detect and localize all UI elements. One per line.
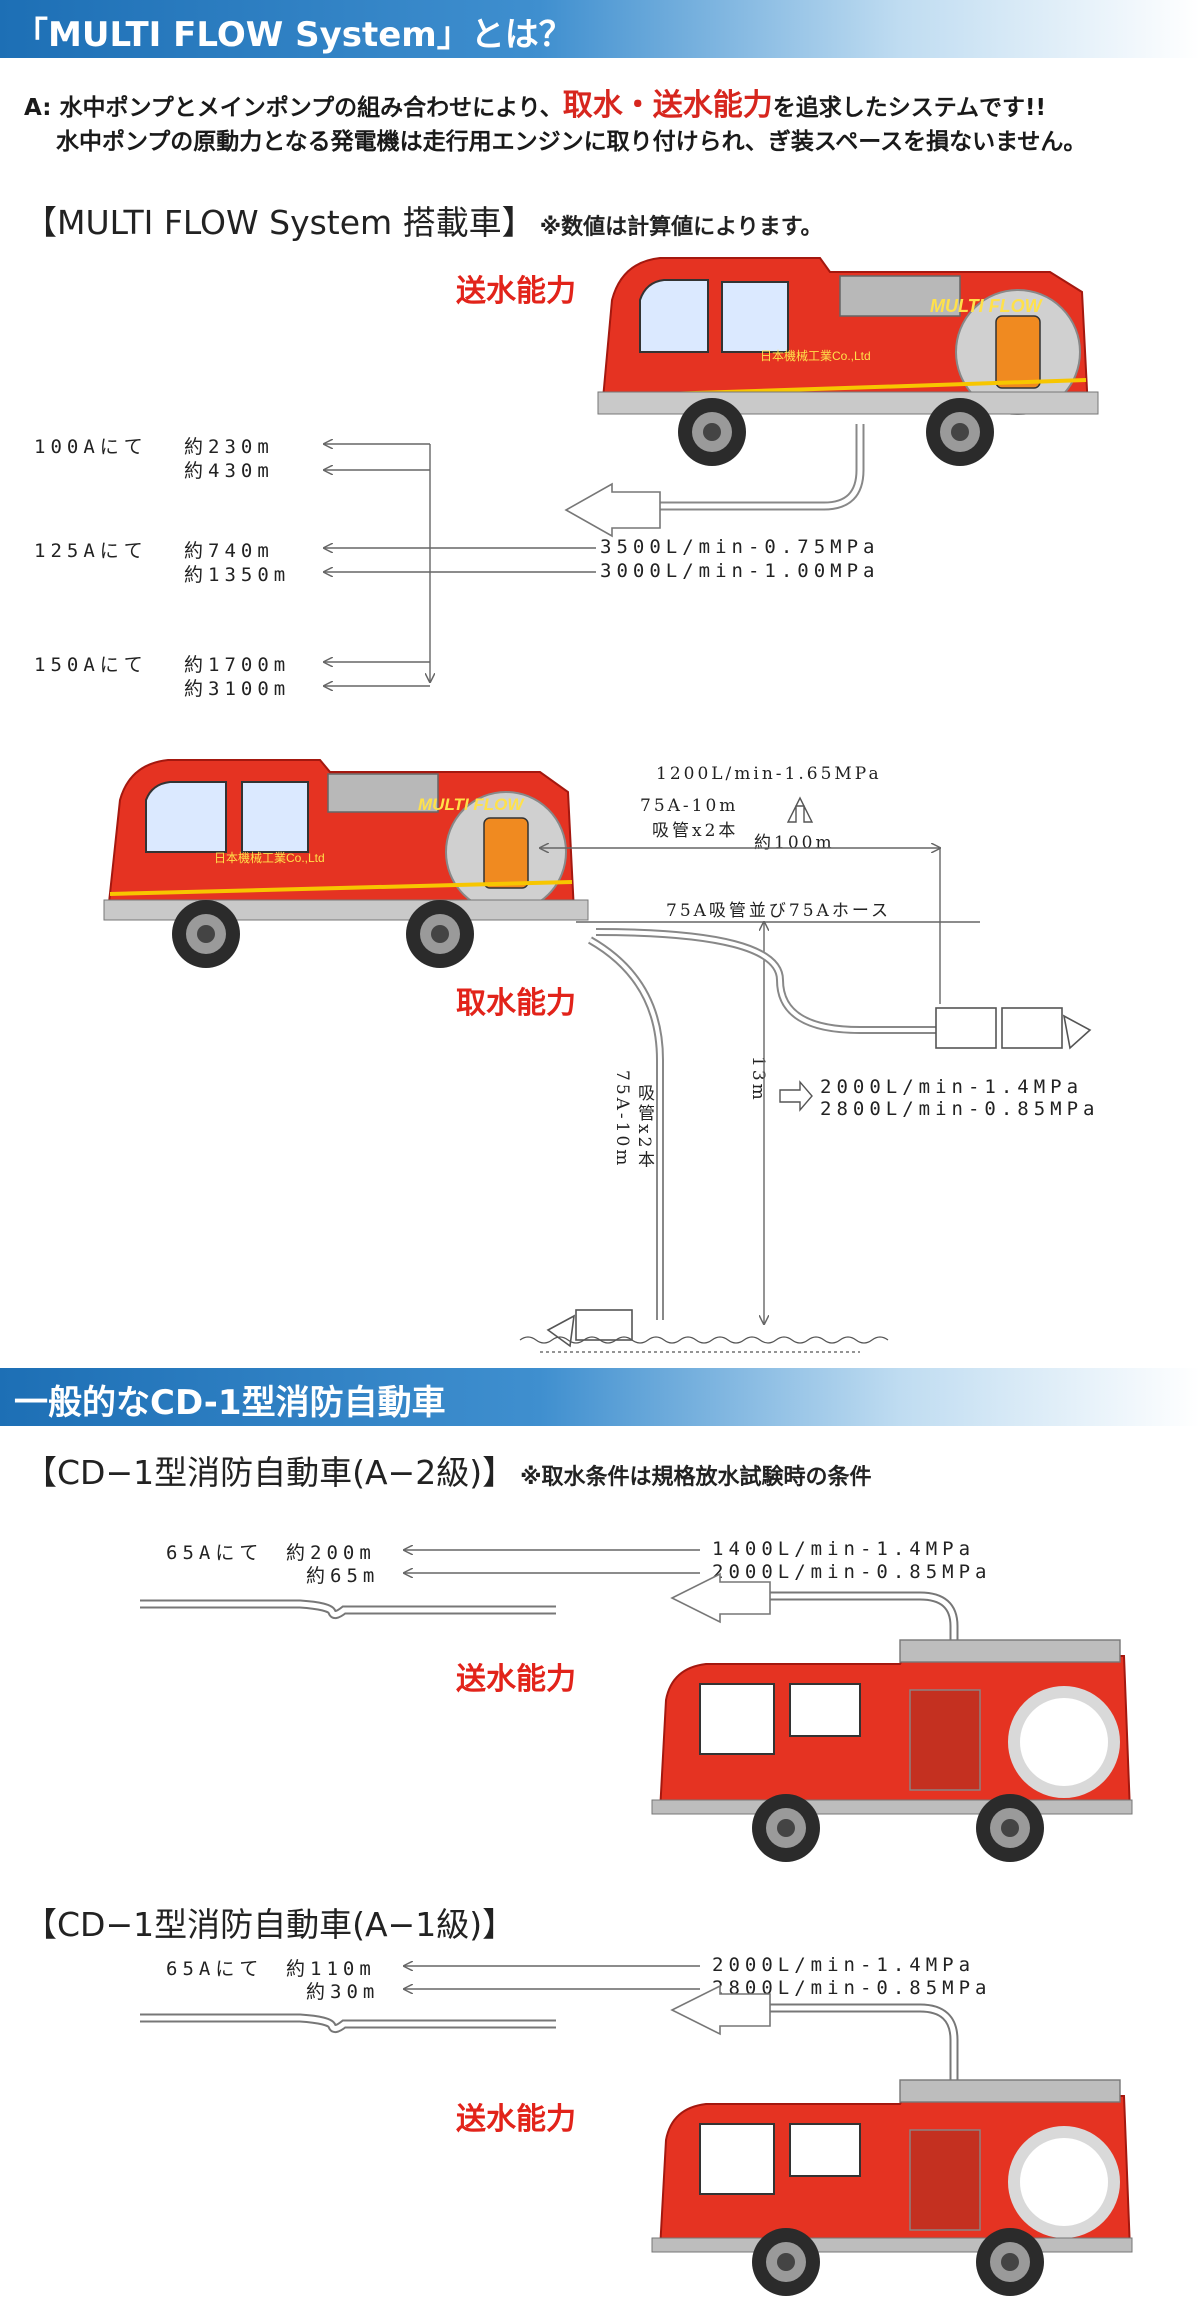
multiflow-truck-middle-brand: MULTI FLOW: [418, 795, 525, 814]
a1-heading: 【CD−1型消防自動車(A−1級)】: [24, 1898, 515, 1946]
a1-flow-2: 2800L/min-0.85MPa: [712, 1977, 992, 1999]
mf-row-3-d1: 約1700m: [184, 654, 291, 676]
mf-flow-2: 3000L/min-1.00MPa: [600, 560, 880, 582]
mf-flow-1: 3500L/min-0.75MPa: [600, 536, 880, 558]
intake-vertical-hose: 75A-10m: [612, 1070, 632, 1169]
intake-flow-2: 2800L/min-0.85MPa: [820, 1098, 1100, 1120]
header-banner: 「MULTI FLOW System」とは？: [0, 0, 1200, 58]
intake-top-flow: 1200L/min-1.65MPa: [656, 764, 882, 784]
mf-row-1-size: 100Aにて: [34, 436, 148, 458]
multiflow-truck-top-company: 日本機械工業Co.,Ltd: [760, 348, 871, 363]
a2-heading: 【CD−1型消防自動車(A−2級)】 ※取水条件は規格放水試験時の条件: [24, 1446, 872, 1494]
intro-highlight: 取水・送水能力: [562, 88, 773, 123]
a1-d1: 約110m: [286, 1958, 376, 1980]
multiflow-intake-label: 取水能力: [456, 986, 576, 1021]
multiflow-truck-top: MULTI FLOW 日本機械工業Co.,Ltd: [597, 257, 1099, 466]
a1-lines: [404, 1966, 700, 1989]
intake-height: 13m: [748, 1056, 768, 1103]
multiflow-heading: 【MULTI FLOW System 搭載車】 ※数値は計算値によります。: [24, 196, 823, 244]
multiflow-top-lines: [324, 444, 596, 686]
intake-hose-a-sub: 吸管x2本: [652, 821, 739, 841]
a1-title: 【CD−1型消防自動車(A−1級)】: [24, 1905, 516, 1944]
mf-row-2-d1: 約740m: [184, 540, 274, 562]
multiflow-delivery-hose: [564, 424, 865, 538]
intro-text-before: 水中ポンプとメインポンプの組み合わせにより、: [59, 95, 563, 121]
intro-line-1: A: 水中ポンプとメインポンプの組み合わせにより、取水・送水能力を追求したシステ…: [24, 80, 1046, 124]
a2-flow-2: 2000L/min-0.85MPa: [712, 1561, 992, 1583]
intro-text-after: を追求したシステムです!!: [772, 95, 1046, 121]
intake-hose-b: 75A吸管並び75Aホース: [666, 901, 891, 921]
water-surface: [519, 1336, 889, 1353]
a1-flow-1: 2000L/min-1.4MPa: [712, 1954, 976, 1976]
a2-note: ※取水条件は規格放水試験時の条件: [520, 1465, 872, 1490]
mf-row-2-size: 125Aにて: [34, 540, 148, 562]
a2-d1: 約200m: [286, 1542, 376, 1564]
multiflow-truck-middle-company: 日本機械工業Co.,Ltd: [214, 850, 325, 865]
multiflow-truck-top-brand: MULTI FLOW: [930, 296, 1044, 316]
a2-size: 65Aにて: [166, 1542, 264, 1564]
a1-d2: 約30m: [306, 1981, 380, 2003]
multiflow-delivery-label: 送水能力: [456, 274, 576, 309]
intro-line-2: 水中ポンプの原動力となる発電機は走行用エンジンに取り付けられ、ぎ装スペースを損な…: [56, 129, 1087, 155]
page-title: 「MULTI FLOW System」とは？: [14, 15, 573, 55]
a2-delivery-label: 送水能力: [456, 1662, 576, 1697]
a1-truck: [651, 2079, 1133, 2296]
a2-lines: [404, 1550, 700, 1573]
multiflow-title: 【MULTI FLOW System 搭載車】: [24, 203, 535, 242]
a2-flow-1: 1400L/min-1.4MPa: [712, 1538, 976, 1560]
mf-row-2-d2: 約1350m: [184, 564, 291, 586]
a2-title: 【CD−1型消防自動車(A−2級)】: [24, 1453, 516, 1492]
a2-d2: 約65m: [306, 1565, 380, 1587]
multiflow-truck-middle: MULTI FLOW 日本機械工業Co.,Ltd: [103, 759, 589, 968]
intake-vertical-hose-sub: 吸管x2本: [634, 1084, 654, 1171]
intake-flow-1: 2000L/min-1.4MPa: [820, 1076, 1084, 1098]
general-title: 一般的なCD-1型消防自動車: [14, 1383, 446, 1423]
intro-prefix: A:: [24, 95, 52, 121]
a1-delivery-label: 送水能力: [456, 2102, 576, 2137]
general-banner: 一般的なCD-1型消防自動車: [0, 1368, 1200, 1426]
mf-row-1-d2: 約430m: [184, 460, 274, 482]
a2-truck: [651, 1639, 1133, 1862]
mf-row-3-d2: 約3100m: [184, 678, 291, 700]
intake-distance: 約100m: [754, 833, 835, 853]
mf-row-1-d1: 約230m: [184, 436, 274, 458]
mf-row-3-size: 150Aにて: [34, 654, 148, 676]
a1-size: 65Aにて: [166, 1958, 264, 1980]
intake-hose-a: 75A-10m: [640, 796, 739, 816]
multiflow-note: ※数値は計算値によります。: [539, 215, 823, 240]
